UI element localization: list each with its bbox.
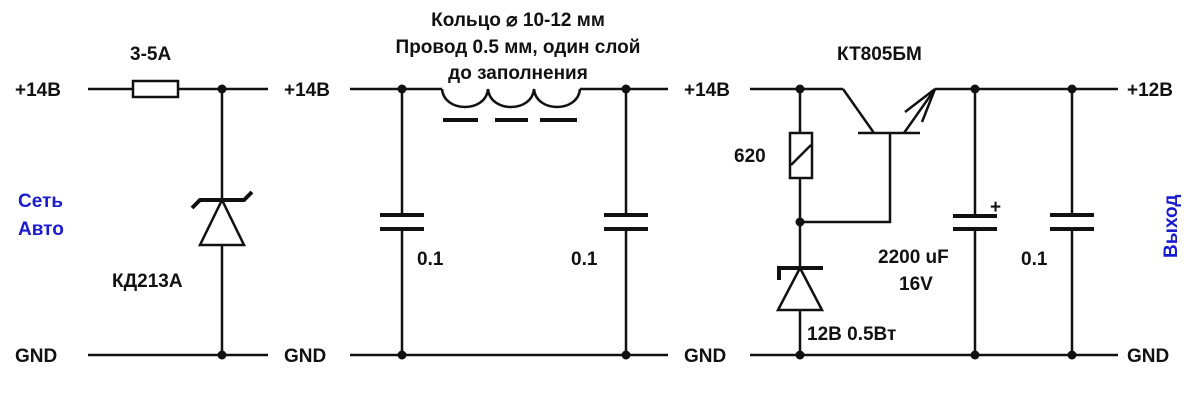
label-zener: 12В 0.5Вт xyxy=(807,324,896,345)
label-out: +12В xyxy=(1127,80,1173,101)
label-fuse: 3-5А xyxy=(130,44,171,65)
label-cap2: 0.1 xyxy=(571,249,598,270)
label-gnd-out: GND xyxy=(1127,346,1169,367)
label-inductor-3: до заполнения xyxy=(448,63,588,84)
label-diode: КД213А xyxy=(112,271,183,292)
filter-section xyxy=(350,84,668,360)
label-gnd-right: GND xyxy=(684,346,726,367)
junction xyxy=(217,350,227,360)
capacitor-c2 xyxy=(604,213,648,231)
label-gnd-left: GND xyxy=(15,346,57,367)
label-in-left: +14В xyxy=(15,80,61,101)
fuse xyxy=(131,79,180,99)
label-output: Выход xyxy=(1161,195,1182,258)
label-in-mid: +14В xyxy=(284,80,330,101)
label-transistor: КТ805БМ xyxy=(837,44,922,65)
label-inductor-1: Кольцо ⌀ 10-12 мм xyxy=(431,10,605,31)
input-section xyxy=(88,79,268,360)
label-gnd-mid: GND xyxy=(284,346,326,367)
tvs-diode xyxy=(190,190,254,247)
junction xyxy=(217,84,227,94)
filter-wires xyxy=(350,87,668,357)
resistor xyxy=(788,131,814,180)
label-cap3-voltage: 16V xyxy=(899,274,933,295)
zener-diode xyxy=(775,265,825,312)
capacitor-c4 xyxy=(1050,213,1094,231)
transistor xyxy=(800,88,937,224)
label-net-1: Сеть xyxy=(18,191,63,212)
label-cap4: 0.1 xyxy=(1021,249,1048,270)
capacitor-c1 xyxy=(380,213,424,231)
label-cap3-polarity: + xyxy=(990,197,1001,218)
regulator-section xyxy=(750,84,1118,360)
label-inductor-2: Провод 0.5 мм, один слой xyxy=(396,37,641,58)
label-net-2: Авто xyxy=(18,219,64,240)
label-resistor: 620 xyxy=(734,146,766,167)
inductor xyxy=(440,88,582,109)
label-cap1: 0.1 xyxy=(417,249,444,270)
label-in-right: +14В xyxy=(684,80,730,101)
label-cap3-value: 2200 uF xyxy=(878,247,949,268)
capacitor-c3 xyxy=(953,214,997,231)
